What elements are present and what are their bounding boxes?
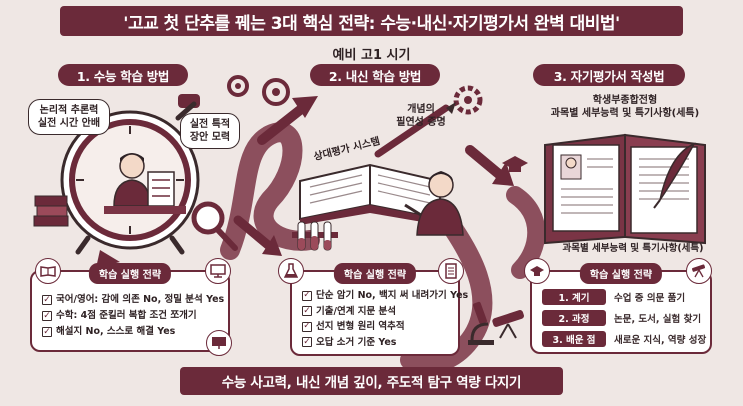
list-item-text: 기출/연계 지문 분석 <box>316 305 397 317</box>
gear-icon <box>453 85 483 115</box>
list-item-text: 수학: 4점 준킬러 복합 조건 쪼개기 <box>56 310 197 321</box>
list-item-text: 단순 암기 No, 백지 써 내려가기 Yes <box>316 290 469 301</box>
step-row: 2. 과정 논문, 도서, 실험 찾기 <box>542 309 706 327</box>
list-item-text: 국어/영어: 감에 의존 No, 정밀 분석 Yes <box>56 294 225 305</box>
checkbox-icon: ✓ <box>42 326 52 337</box>
student-icon <box>104 153 186 214</box>
panel-title: 학습 실행 전략 <box>333 263 417 284</box>
step-tag: 3. 배운 점 <box>542 331 606 347</box>
page-subtitle: 예비 고1 시기 <box>332 48 411 63</box>
open-book-icon <box>35 258 61 284</box>
graduation-cap-icon <box>502 156 528 172</box>
strategy-panel-suneung: 학습 실행 전략 ✓ 국어/영어: 감에 의존 No, 정밀 분석 Yes ✓ 수학… <box>30 263 230 352</box>
telescope-icon <box>492 310 524 339</box>
step-text: 새로운 지식, 역량 성장 <box>614 335 707 346</box>
quill-icon <box>653 142 696 209</box>
list-item-text: 선지 변형 원리 역추적 <box>316 321 405 332</box>
graduation-cap-icon <box>524 258 550 284</box>
checkbox-icon: ✓ <box>302 336 312 348</box>
strategy-panel-self-evaluation: 학습 실행 전략 1. 계기 수업 중 의문 품기 2. 과정 논문, 도서, 실험… <box>530 263 712 354</box>
monitor-icon <box>205 258 231 284</box>
list-item: ✓ 선지 변형 원리 역추적 <box>302 319 468 335</box>
step-text: 수업 중 의문 품기 <box>614 293 686 304</box>
strategy-panel-naesin: 학습 실행 전략 ✓ 단순 암기 No, 백지 써 내려가기 Yes ✓ 기출/연계… <box>290 263 468 356</box>
flask-icon <box>278 258 304 284</box>
list-item: ✓ 해설지 No, 스스로 해결 Yes <box>42 324 224 340</box>
step-row: 3. 배운 점 새로운 지식, 역량 성장 <box>542 330 706 348</box>
list-item: ✓ 국어/영어: 감에 의존 No, 정밀 분석 Yes <box>42 292 224 308</box>
checkbox-icon: ✓ <box>42 294 52 305</box>
step-tag: 2. 과정 <box>542 310 606 326</box>
step-row: 1. 계기 수업 중 의문 품기 <box>542 288 706 306</box>
footer-banner: 수능 사고력, 내신 개념 깊이, 주도적 탐구 역량 다지기 <box>180 367 563 395</box>
list-item-text: 오답 소거 기준 Yes <box>316 336 397 348</box>
panel-title: 학습 실행 전략 <box>579 263 663 284</box>
microscope-icon <box>468 301 494 345</box>
gear-icon <box>227 75 290 106</box>
books-icon <box>33 195 69 227</box>
monitor-icon <box>206 330 232 356</box>
pencil-icon <box>374 102 456 158</box>
checkbox-icon: ✓ <box>302 305 312 317</box>
note-seteuk: 과목별 세부능력 및 특기사항(세특) <box>562 243 704 254</box>
telescope-icon <box>686 258 712 284</box>
section-title-self-evaluation: 3. 자기평가서 작성법 <box>533 64 685 86</box>
section-title-naesin: 2. 내신 학습 방법 <box>310 64 440 86</box>
page-title: '고교 첫 단추를 꿰는 3대 핵심 전략: 수능·내신·자기평가서 완벽 대비… <box>60 6 683 36</box>
section-title-suneung: 1. 수능 학습 방법 <box>58 64 188 86</box>
panel-title: 학습 실행 전략 <box>88 263 172 284</box>
step-tag: 1. 계기 <box>542 289 606 305</box>
test-tubes-icon <box>292 221 338 251</box>
student-icon <box>404 171 464 236</box>
list-item: ✓ 오답 소거 기준 Yes <box>302 335 468 351</box>
checkbox-icon: ✓ <box>42 310 52 321</box>
step-text: 논문, 도서, 실험 찾기 <box>614 314 702 325</box>
list-item: ✓ 수학: 4점 준킬러 복합 조건 쪼개기 <box>42 308 224 324</box>
list-item: ✓ 기출/연계 지문 분석 <box>302 304 468 320</box>
list-item: ✓ 단순 암기 No, 백지 써 내려가기 Yes <box>302 288 468 304</box>
document-icon <box>438 258 464 284</box>
checkbox-icon: ✓ <box>302 321 312 332</box>
list-item-text: 해설지 No, 스스로 해결 Yes <box>56 326 176 337</box>
checkbox-icon: ✓ <box>302 290 312 301</box>
